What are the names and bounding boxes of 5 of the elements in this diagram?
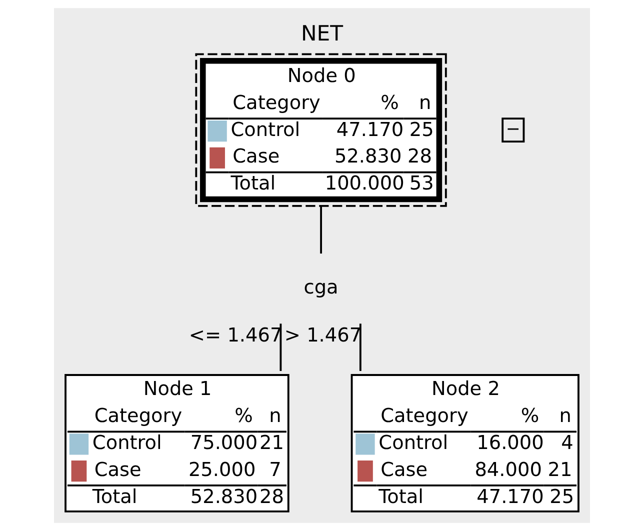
edge-label: > 1.467 — [284, 324, 362, 347]
edge-label: <= 1.467 — [188, 324, 282, 347]
diagram-title: NET — [300, 20, 343, 46]
label: − — [505, 119, 520, 140]
node-text: cga — [303, 275, 338, 298]
